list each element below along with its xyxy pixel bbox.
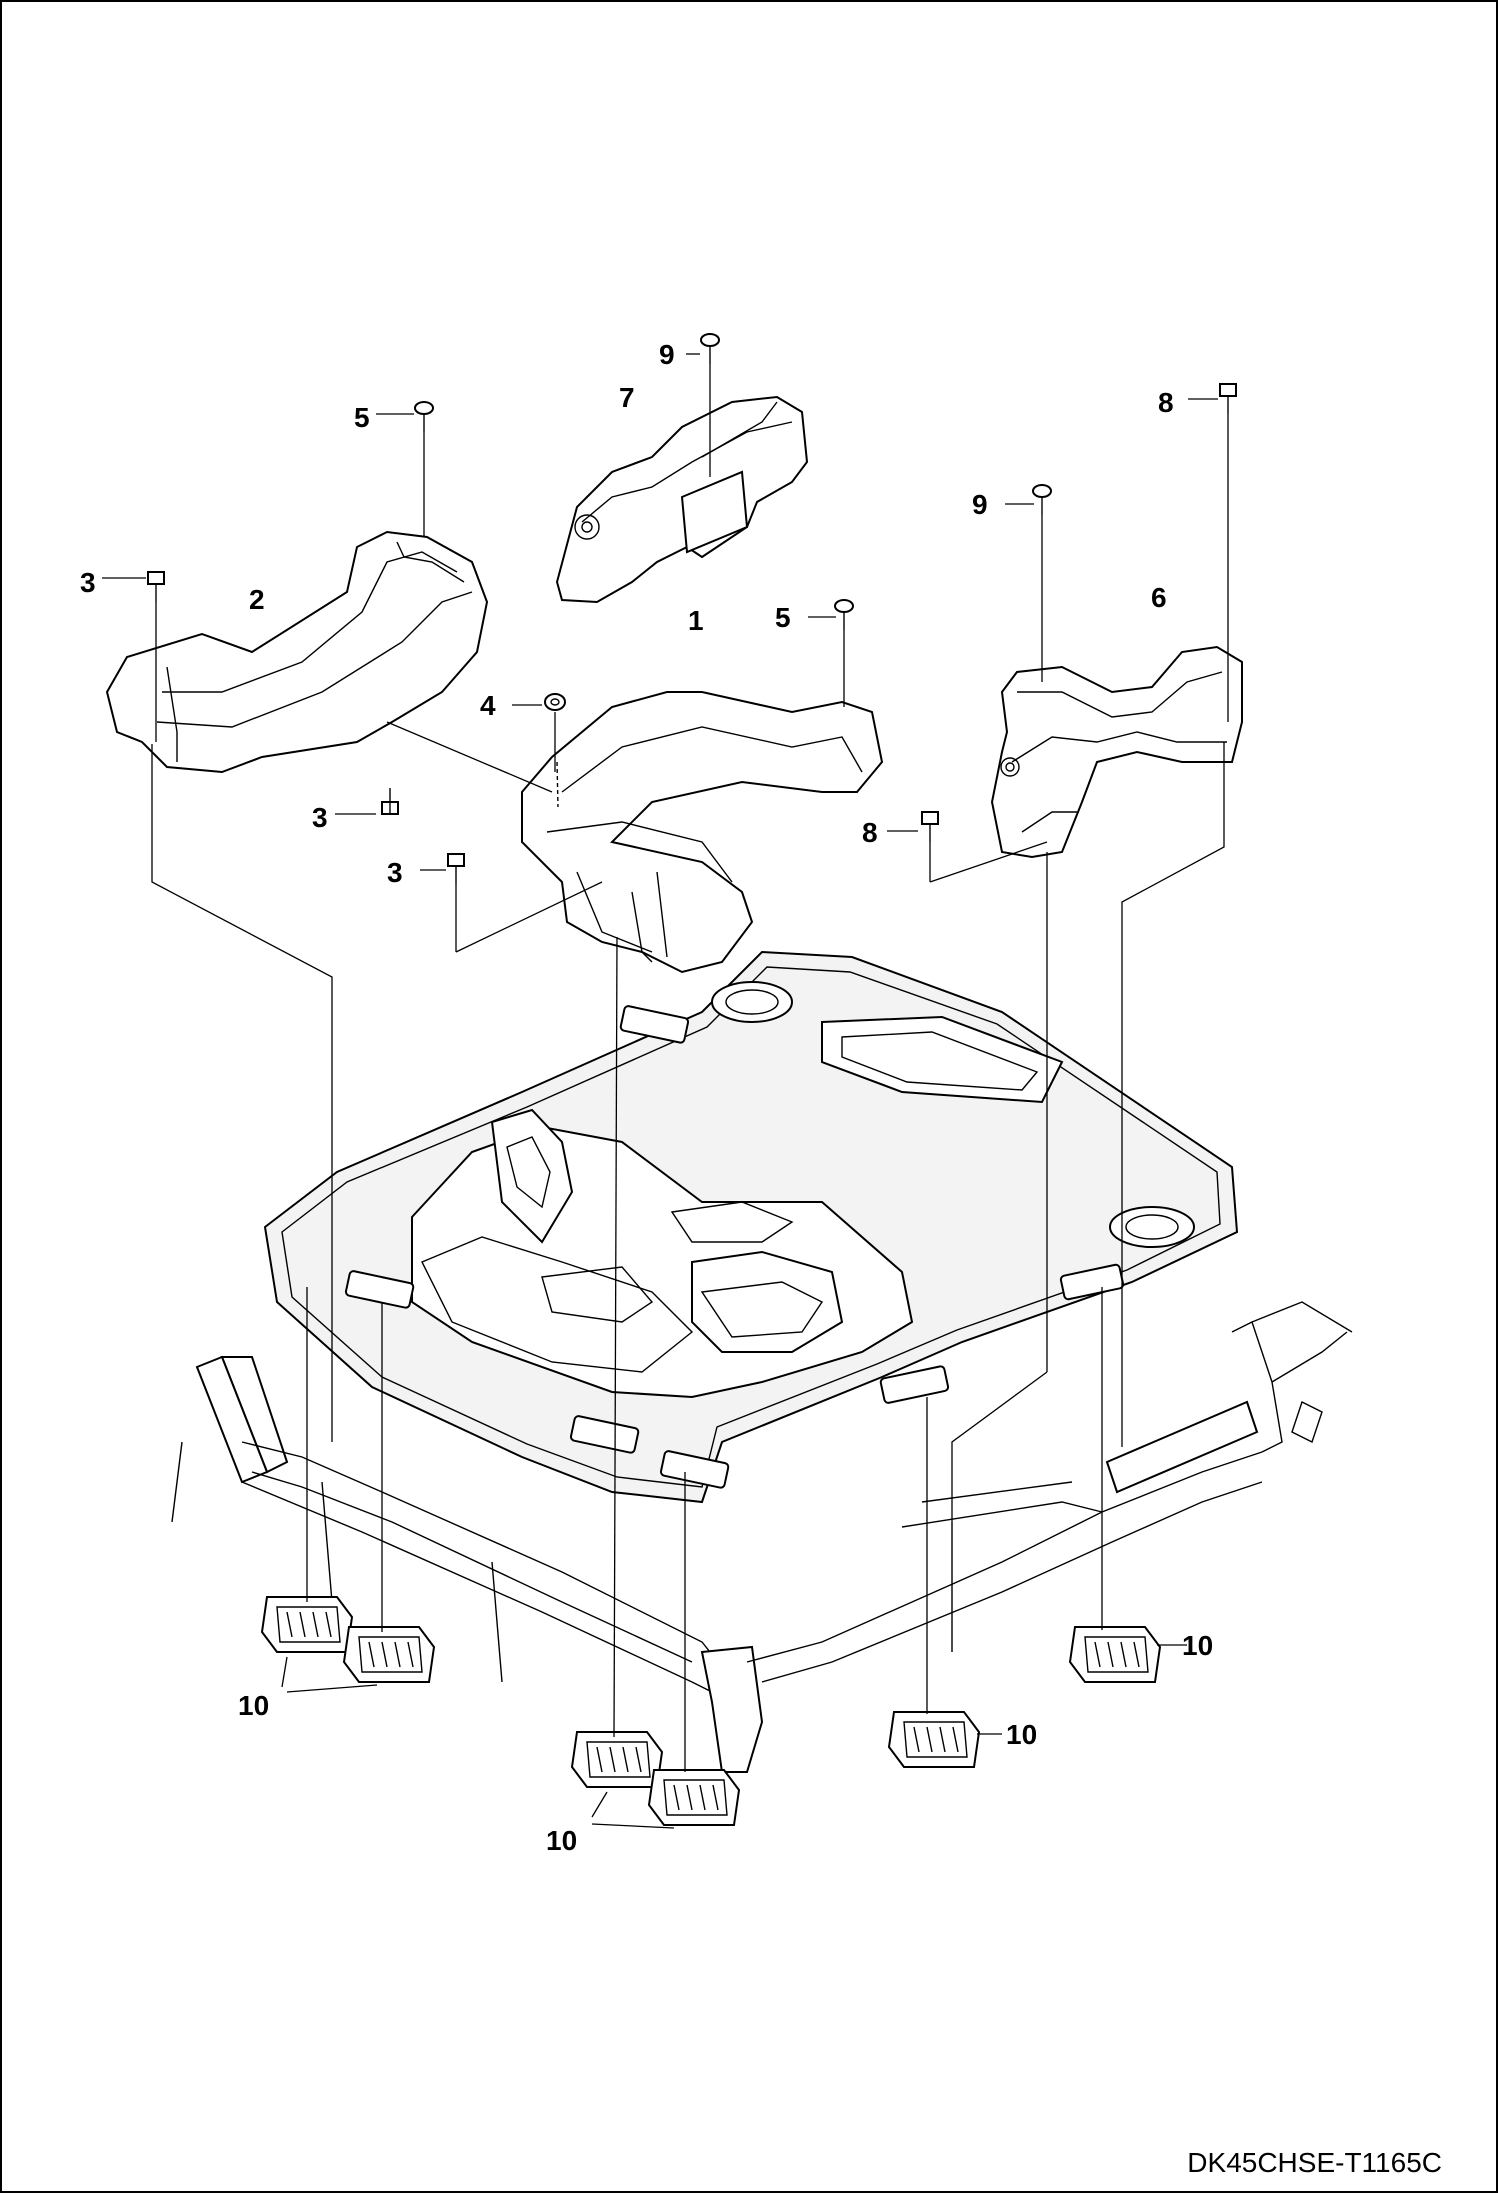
callout-6: 6 [1151,582,1167,613]
callout-8-mid: 8 [862,817,878,848]
callout-labels: 9 7 5 8 9 3 2 1 5 6 4 3 8 3 10 10 10 10 [80,339,1213,1856]
callout-5-left: 5 [354,402,370,433]
bolt-3-low [447,853,465,884]
callout-2: 2 [249,584,265,615]
screw-8-right [1219,383,1237,414]
callout-10-pair-center: 10 [546,1825,577,1856]
leader-lines [102,353,1229,1829]
duct-part-6 [990,645,1243,859]
callout-10-pair-left: 10 [238,1690,269,1721]
vent-d [887,1711,981,1768]
callout-8-right: 8 [1158,387,1174,418]
vent-a [260,1596,354,1653]
vent-b [342,1626,436,1683]
callout-1: 1 [688,605,704,636]
callout-9-right: 9 [972,489,988,520]
callout-10-right: 10 [1182,1630,1213,1661]
vent-e [570,1731,664,1788]
vent-outlets [260,1596,1162,1826]
vent-f [647,1769,741,1826]
callout-3-mid: 3 [312,802,328,833]
callout-9-top: 9 [659,339,675,370]
drawing-code: DK45CHSE-T1165C [1187,2147,1442,2178]
screw-9-top [700,333,720,364]
headliner-panel [263,950,1239,1504]
fasteners [147,333,1237,884]
callout-4: 4 [480,690,496,721]
nut-4 [544,693,566,711]
bolt-3-mid [381,788,399,815]
callout-10-mid-right: 10 [1006,1719,1037,1750]
callout-3-low: 3 [387,857,403,888]
screw-5-left [414,401,434,432]
duct-part-2 [105,530,489,774]
callout-3-top: 3 [80,567,96,598]
bolt-3-top [147,571,165,602]
cab-frame [171,1301,1353,1773]
callout-7: 7 [619,382,635,413]
bolt-8-mid [921,811,939,842]
screw-9-right [1032,484,1052,515]
callout-5-mid: 5 [775,602,791,633]
vent-c [1068,1626,1162,1683]
duct-part-7 [555,395,809,604]
screw-5-mid [834,599,854,630]
duct-part-1 [521,691,884,974]
